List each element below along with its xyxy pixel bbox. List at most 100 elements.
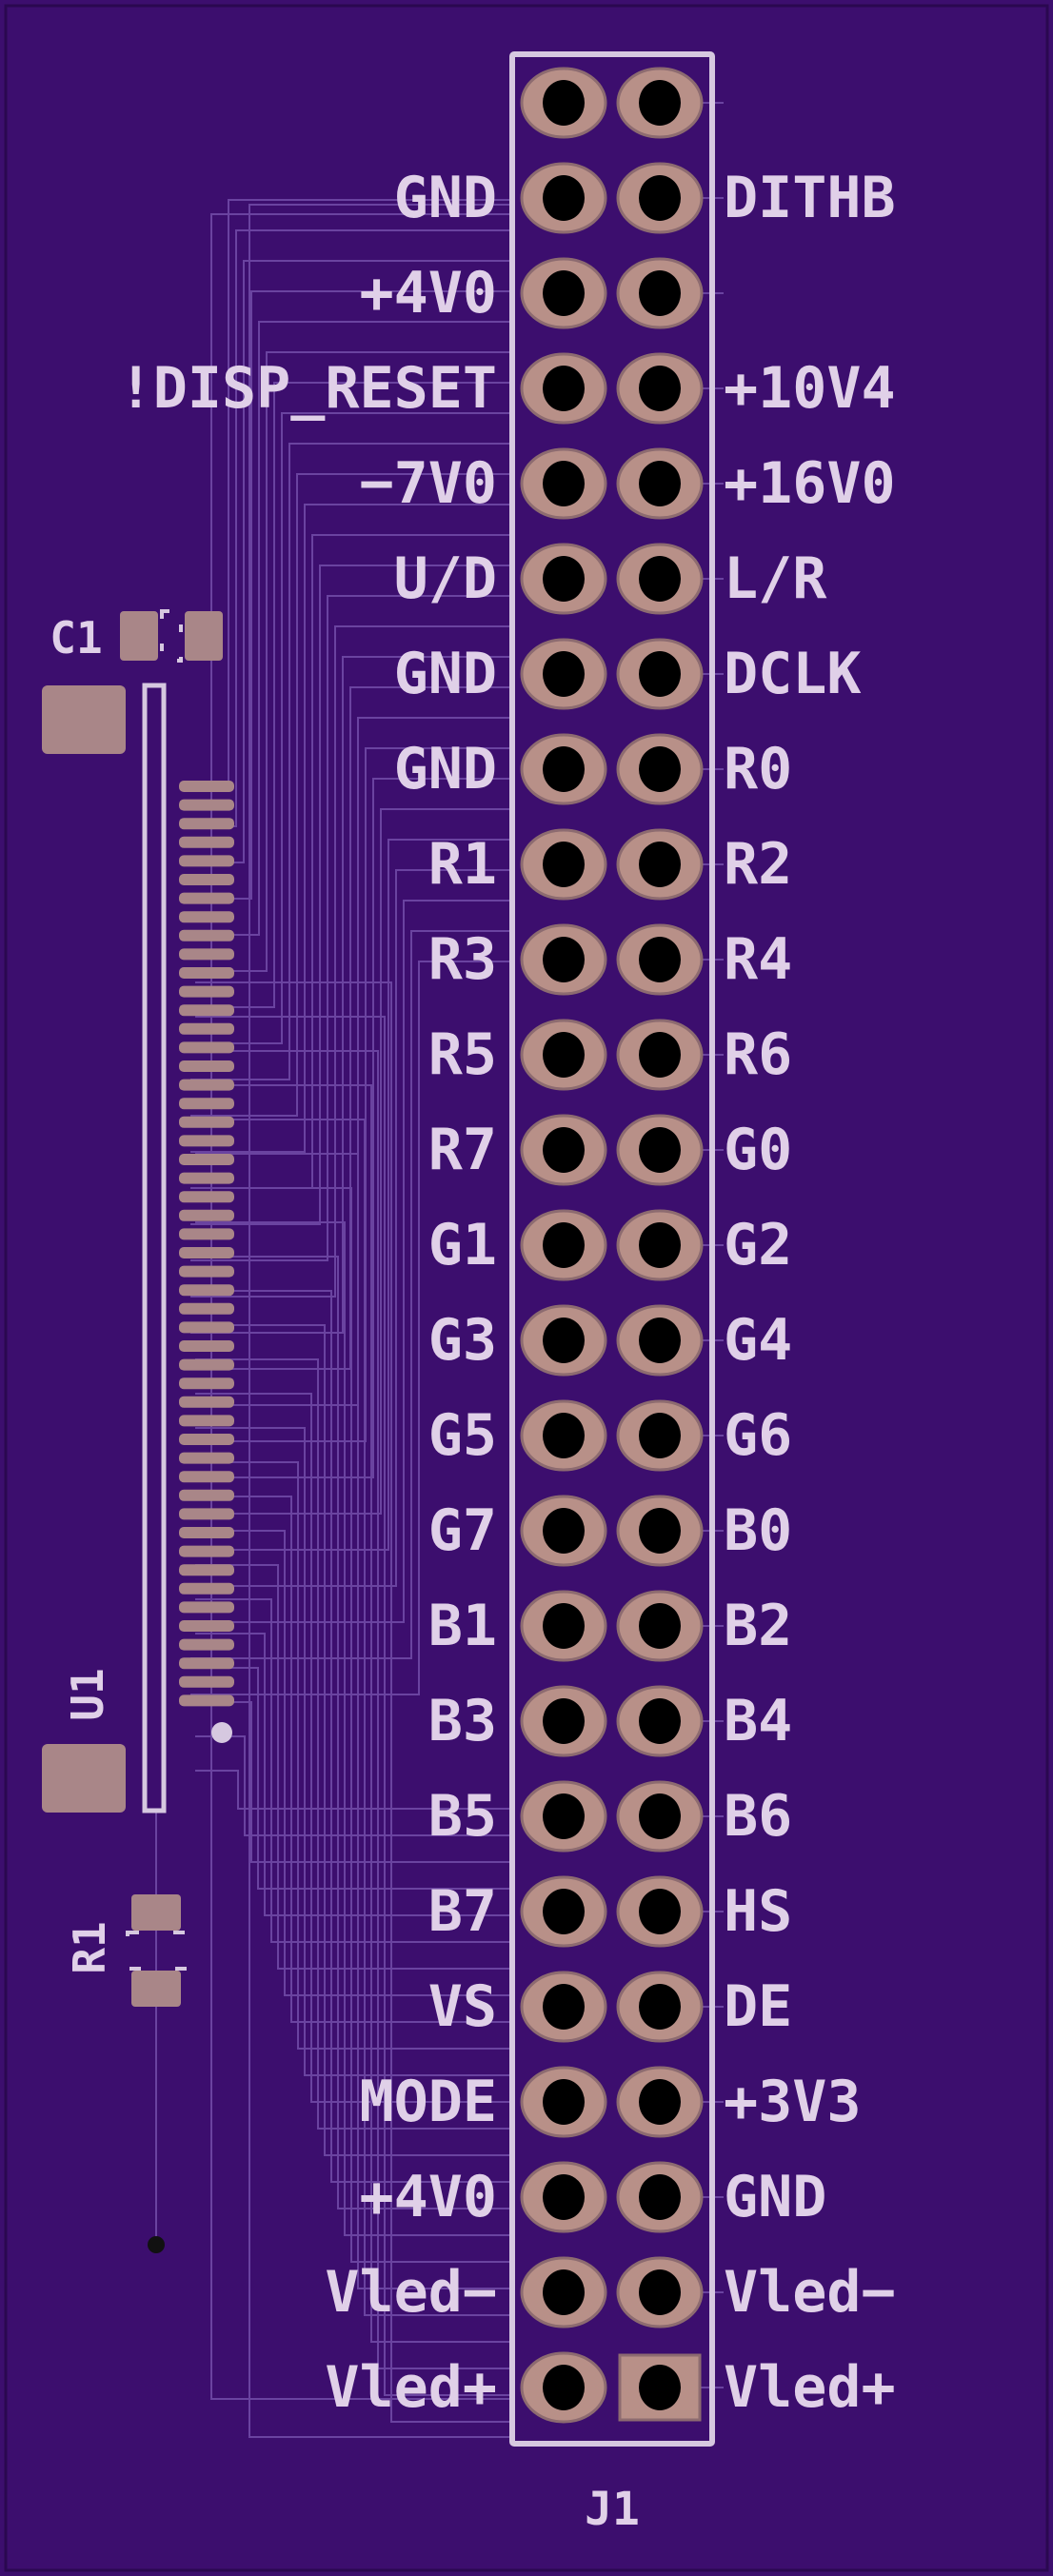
pin-label-left: B5 <box>428 1783 497 1850</box>
pin-label-right: R0 <box>724 736 792 803</box>
chip-u1-pad <box>179 892 234 904</box>
pin-label-right: G2 <box>724 1212 792 1278</box>
chip-u1-pad <box>179 948 234 961</box>
chip-u1-pad <box>179 818 234 830</box>
pin-label-right: Vled+ <box>724 2354 896 2421</box>
pin-label-right: B0 <box>724 1497 792 1564</box>
chip-u1-pad <box>179 911 234 923</box>
chip-u1-mount-pad-top <box>42 685 126 754</box>
pcb-trace <box>195 1770 514 1810</box>
connector-pad-drill <box>543 175 585 221</box>
pin-labels-left: GND+4V0!DISP_RESET−7V0U/DGNDGNDR1R3R5R7G… <box>119 165 497 2421</box>
via-test-point <box>148 2236 165 2253</box>
connector-pad-drill <box>543 1508 585 1554</box>
connector-pad-drill <box>543 2269 585 2315</box>
pin-label-right: Vled− <box>724 2259 896 2326</box>
connector-pad-drill <box>639 1222 681 1268</box>
pcb-trace <box>195 1564 514 1970</box>
connector-pad-drill <box>543 461 585 506</box>
pcb-trace <box>195 1221 514 2236</box>
pin-label-left: G7 <box>428 1497 497 1564</box>
connector-pad-drill <box>639 270 681 316</box>
connector-pad-drill <box>543 1793 585 1839</box>
board-outline <box>4 4 1049 2572</box>
pin-label-right: B2 <box>724 1593 792 1659</box>
connector-pad-drill <box>543 937 585 982</box>
pcb-trace <box>190 869 514 1587</box>
pcb-trace <box>195 1187 514 2263</box>
pin-label-left: −7V0 <box>360 450 498 517</box>
chip-u1-pad <box>179 1620 234 1632</box>
pcb-trace <box>190 504 514 1153</box>
pin-label-left: +4V0 <box>360 260 498 327</box>
connector-pad-drill <box>639 1032 681 1078</box>
chip-u1-pad <box>179 1657 234 1670</box>
connector-pad-drill <box>639 1793 681 1839</box>
pin-labels-right: DITHB+10V4+16V0L/RDCLKR0R2R4R6G0G2G4G6B0… <box>724 165 896 2421</box>
cap-ref-label: C1 <box>50 612 102 664</box>
pin-label-left: G5 <box>428 1402 497 1469</box>
connector-pad-drill <box>543 1603 585 1649</box>
chip-u1-outline <box>142 683 167 1813</box>
pcb-trace <box>190 717 514 1406</box>
pcb-trace <box>190 595 514 1261</box>
pin-label-left: R1 <box>428 831 497 898</box>
pcb-trace <box>190 839 514 1551</box>
chip-u1-pad <box>179 1116 234 1128</box>
chip-u1-pad <box>179 1172 234 1184</box>
pin-label-left: +4V0 <box>360 2164 498 2230</box>
pcb-trace <box>190 808 514 1515</box>
pin-label-left: G3 <box>428 1307 497 1374</box>
chip-u1-pad <box>179 1079 234 1091</box>
chip-u1-pad <box>179 799 234 811</box>
chip-u1-pads <box>179 781 234 1707</box>
connector-pad-drill <box>543 1698 585 1744</box>
chip-u1-pad <box>179 1154 234 1165</box>
connector-pad-drill <box>639 651 681 697</box>
pcb-trace <box>190 412 514 1044</box>
connector-pad-drill <box>543 1984 585 2030</box>
connector-pad-drill <box>639 1984 681 2030</box>
pin-label-right: G0 <box>724 1117 792 1183</box>
chip-u1-pad <box>179 1247 234 1258</box>
pin-label-right: +16V0 <box>724 450 896 517</box>
connector-pad-drill <box>639 1413 681 1458</box>
pin-label-right: L/R <box>724 545 827 612</box>
chip-u1-pad <box>179 781 234 792</box>
connector-pad-drill <box>639 461 681 506</box>
pcb-trace <box>195 1256 514 2209</box>
connector-pad-drill <box>543 556 585 602</box>
cap-c1-pad-a <box>120 611 158 661</box>
chip-u1-pad <box>179 1545 234 1557</box>
chip-u1-pad <box>179 1060 234 1072</box>
chip-u1-pad <box>179 1582 234 1595</box>
chip-ref-label: U1 <box>62 1668 113 1720</box>
pin-label-right: DITHB <box>724 165 896 231</box>
chip-u1-pad <box>179 1471 234 1483</box>
pcb-trace <box>195 1050 514 2369</box>
connector-pad-drill <box>639 556 681 602</box>
pin-label-left: Vled+ <box>325 2354 497 2421</box>
pin-label-left: R3 <box>428 926 497 993</box>
resistor-ref-label: R1 <box>64 1921 115 1973</box>
connector-pad-drill <box>543 270 585 316</box>
pin-label-left: Vled− <box>325 2259 497 2326</box>
pin-label-right: G6 <box>724 1402 792 1469</box>
chip-u1-pad <box>179 1694 234 1707</box>
connector-pad-drill <box>639 1508 681 1554</box>
chip-u1-pad <box>179 1041 234 1054</box>
chip-u1-pad <box>179 1638 234 1651</box>
pin-label-left: MODE <box>360 2069 498 2135</box>
pcb-trace <box>195 1290 514 2183</box>
connector-pad-drill <box>639 746 681 792</box>
connector-pad-drill <box>639 2079 681 2125</box>
chip-u1-pad <box>179 1135 234 1147</box>
pcb-trace <box>195 1119 514 2316</box>
pin-label-right: R6 <box>724 1021 792 1088</box>
pcb-trace <box>195 1358 514 2130</box>
pcb-trace <box>195 1084 514 2343</box>
resistor-r1-pad-a <box>131 1894 181 1931</box>
connector-pad-drill <box>639 175 681 221</box>
connector-pad-drill <box>639 366 681 411</box>
